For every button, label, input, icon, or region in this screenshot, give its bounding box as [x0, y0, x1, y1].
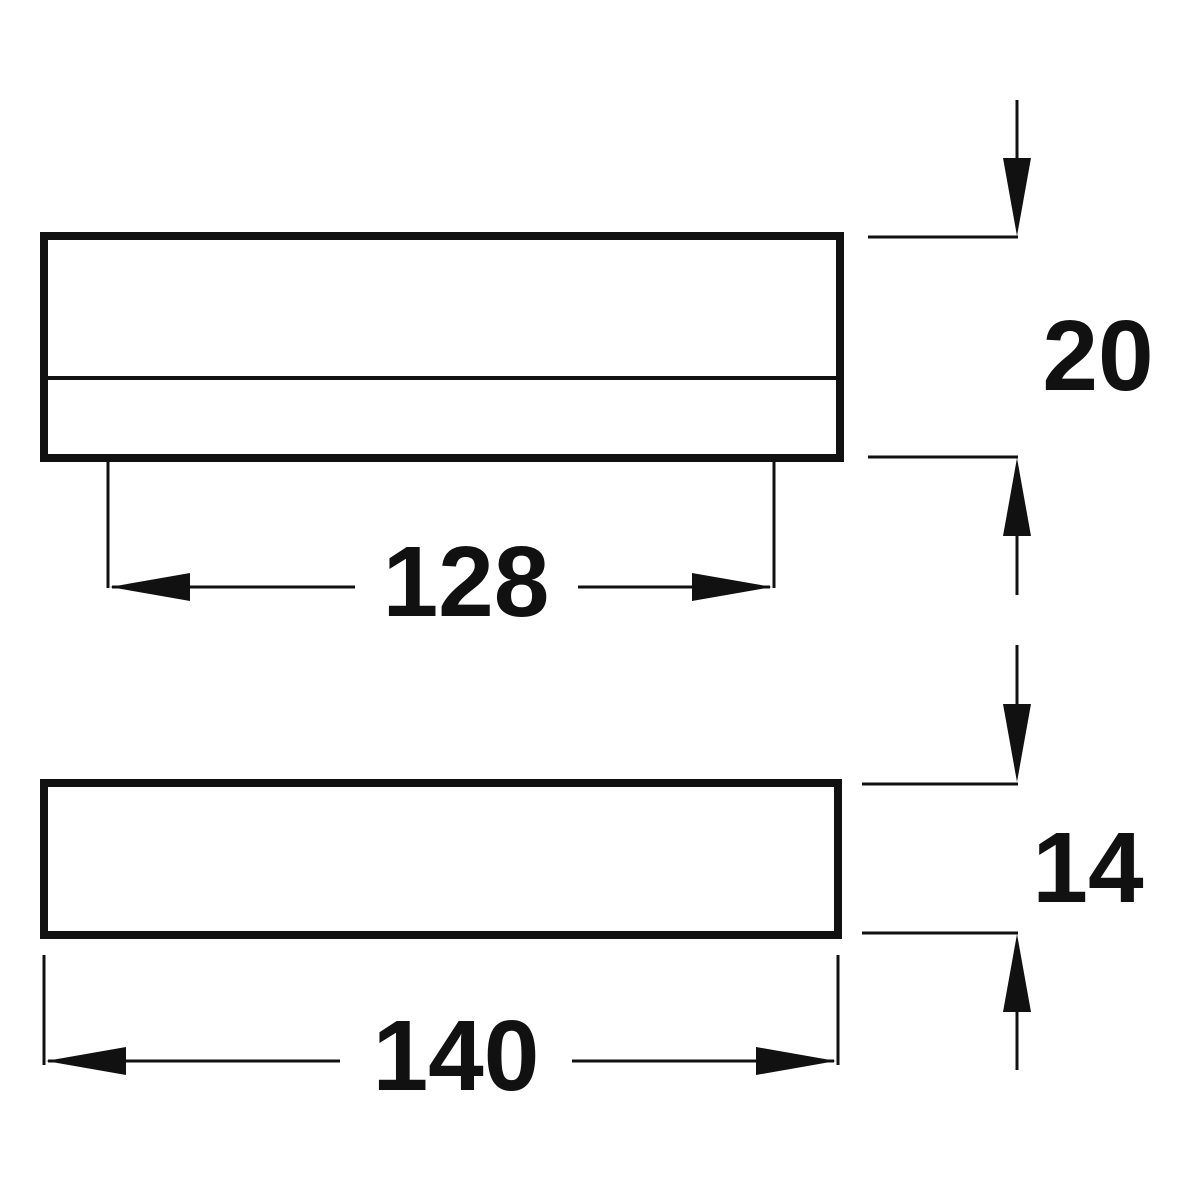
arrow-up-20: [1003, 458, 1031, 536]
arrow-down-20: [1003, 158, 1031, 236]
top-view: [40, 232, 844, 462]
arrow-left-140: [46, 1047, 126, 1075]
dimension-label-14: 14: [1032, 812, 1144, 924]
bottom-view: [40, 779, 842, 939]
dimension-label-140: 140: [373, 1000, 540, 1112]
dimension-14: 14: [862, 645, 1144, 1070]
dimension-20: 20: [868, 100, 1154, 595]
dimension-140: 140: [42, 955, 840, 1112]
arrow-down-14: [1003, 704, 1031, 782]
arrow-right-128: [692, 573, 772, 601]
dimension-128: 128: [106, 462, 776, 638]
bottom-view-outline: [40, 779, 842, 939]
arrow-left-128: [110, 573, 190, 601]
top-view-outline: [40, 232, 844, 462]
arrow-up-14: [1003, 934, 1031, 1012]
dimension-label-20: 20: [1042, 300, 1153, 412]
dimension-label-128: 128: [383, 526, 550, 638]
arrow-right-140: [756, 1047, 836, 1075]
